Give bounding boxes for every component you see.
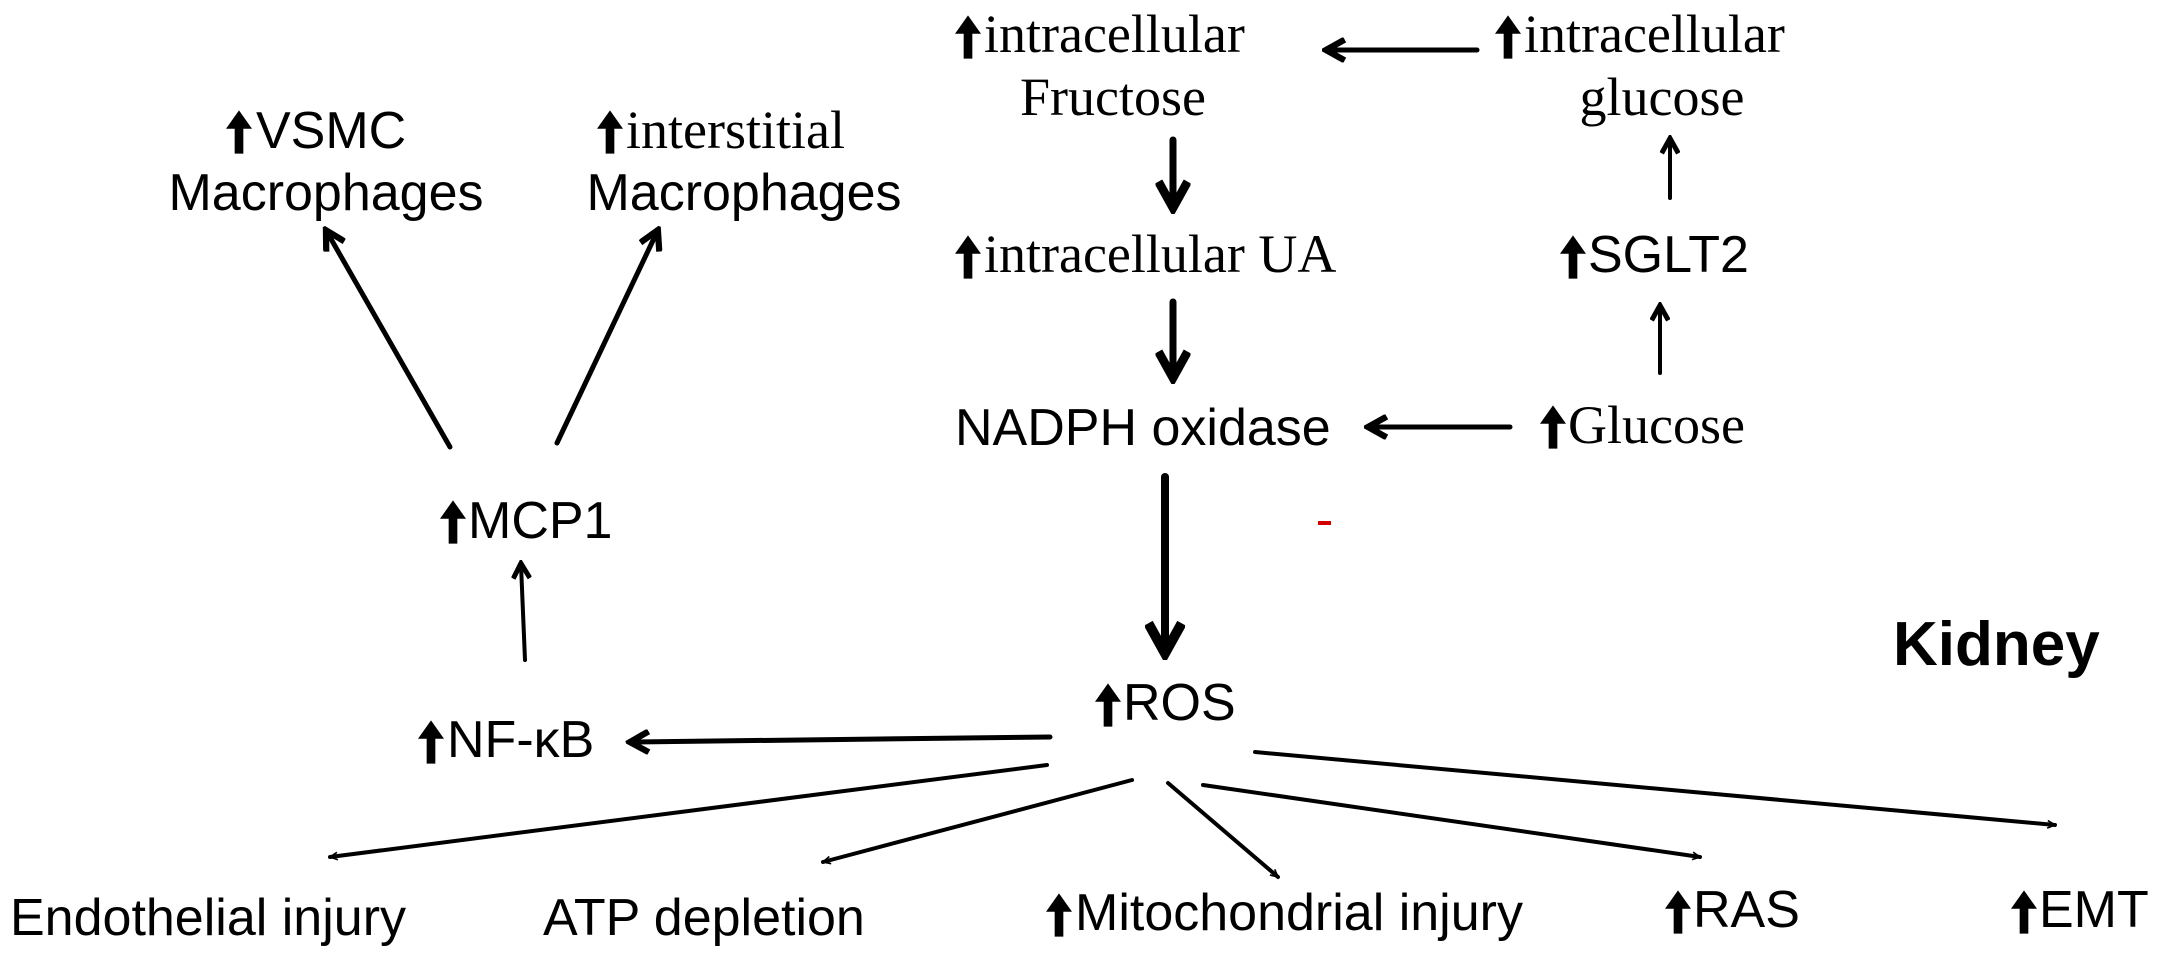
edge-mcp1-to-vsmc <box>327 232 453 450</box>
node-label-line1: VSMC <box>256 102 406 160</box>
node-intracellular-ua: intracellular UA <box>955 224 1336 284</box>
node-label: Glucose <box>1568 395 1745 455</box>
node-atp-depletion: ATP depletion <box>543 889 865 947</box>
node-nfkb: NF-κB <box>418 711 594 769</box>
node-label: Endothelial injury <box>10 889 406 947</box>
edges <box>327 50 2057 879</box>
node-intracellular-fructose: intracellular Fructose <box>955 4 1245 127</box>
node-label: NF-κB <box>447 711 594 769</box>
node-label-line1: interstitial <box>626 100 845 160</box>
up-arrow-icon <box>226 110 252 154</box>
node-nadph-oxidase: NADPH oxidase <box>955 399 1331 457</box>
up-arrow-icon <box>1046 893 1072 937</box>
red-dash-mark <box>1318 521 1331 525</box>
node-label: ROS <box>1123 674 1236 732</box>
edge-ros-to-endothelial <box>328 763 1049 857</box>
node-label: intracellular UA <box>984 224 1336 284</box>
node-label: RAS <box>1693 881 1800 939</box>
node-label-line1: intracellular <box>1524 4 1785 64</box>
node-emt: EMT <box>2011 881 2149 939</box>
up-arrow-icon <box>597 110 623 154</box>
node-mcp1: MCP1 <box>440 492 612 550</box>
node-vsmc-macrophages: VSMC Macrophages <box>168 102 483 222</box>
edge-mcp1-to-interstitial <box>554 232 657 446</box>
node-sglt2: SGLT2 <box>1560 226 1749 284</box>
node-glucose: Glucose <box>1540 395 1745 455</box>
node-ras: RAS <box>1665 881 1800 939</box>
edge-nfkb-to-mcp1 <box>521 565 525 662</box>
node-label: NADPH oxidase <box>955 399 1331 457</box>
node-mitochondrial-injury: Mitochondrial injury <box>1046 884 1523 942</box>
node-label: EMT <box>2039 881 2149 939</box>
diagram-title: Kidney <box>1893 610 2100 679</box>
node-label-line2: Macrophages <box>586 164 901 222</box>
up-arrow-icon <box>1560 235 1586 279</box>
up-arrow-icon <box>440 500 466 544</box>
node-label: Mitochondrial injury <box>1075 884 1523 942</box>
node-intracellular-glucose: intracellular glucose <box>1495 4 1785 127</box>
up-arrow-icon <box>418 720 444 764</box>
node-interstitial-macrophages: interstitial Macrophages <box>586 100 901 222</box>
edge-ros-to-ras <box>1201 783 1702 857</box>
up-arrow-icon <box>955 235 981 279</box>
node-label-line2: Macrophages <box>168 164 483 222</box>
up-arrow-icon <box>1495 15 1521 59</box>
edge-ros-to-mitochondrial <box>1166 781 1280 879</box>
node-endothelial-injury: Endothelial injury <box>10 889 406 947</box>
node-label: SGLT2 <box>1588 226 1749 284</box>
edge-ros-to-nfkb <box>632 737 1053 742</box>
node-ros: ROS <box>1095 674 1236 732</box>
node-label: ATP depletion <box>543 889 865 947</box>
up-arrow-icon <box>1540 405 1566 449</box>
node-label-line1: intracellular <box>984 4 1245 64</box>
node-label-line2: Fructose <box>1020 67 1206 127</box>
up-arrow-icon <box>1095 683 1121 727</box>
edge-ros-to-emt <box>1253 750 2057 825</box>
node-label-line2: glucose <box>1580 67 1745 127</box>
edge-ros-to-atp <box>821 778 1134 862</box>
up-arrow-icon <box>955 15 981 59</box>
up-arrow-icon <box>1665 890 1691 934</box>
node-label: MCP1 <box>468 492 612 550</box>
up-arrow-icon <box>2011 890 2037 934</box>
